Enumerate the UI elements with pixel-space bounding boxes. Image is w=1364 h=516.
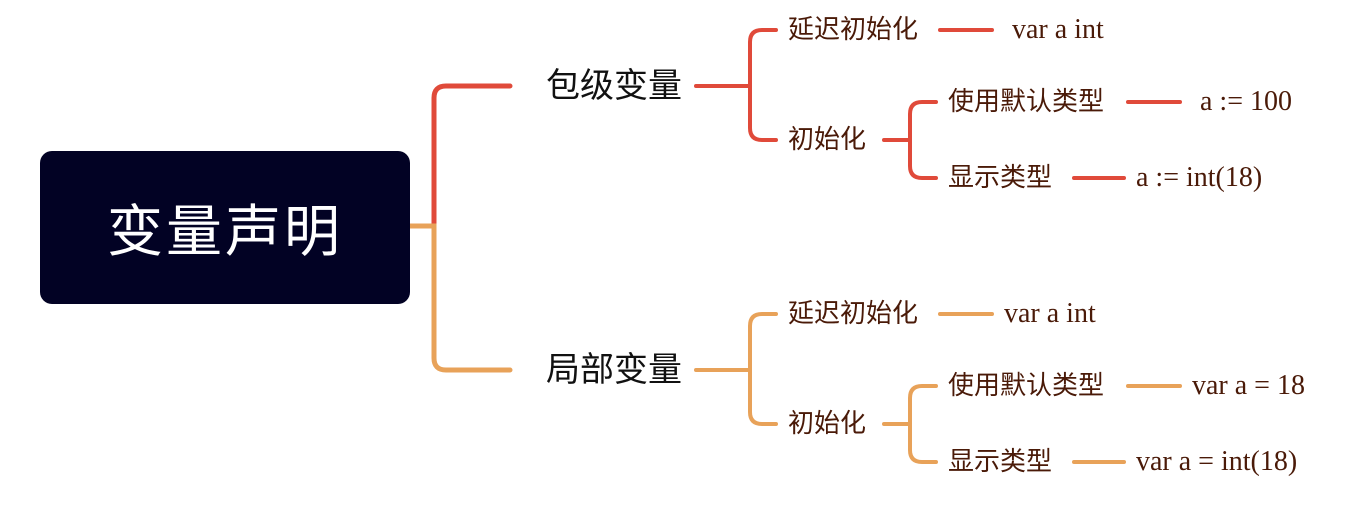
node-local-init[interactable]: 初始化 [788, 409, 867, 439]
branch-package-variables[interactable]: 包级变量 [546, 66, 682, 106]
connector-local-explicit [908, 422, 938, 464]
connector-package-deferred [748, 28, 778, 88]
code-package-default-type: a := 100 [1200, 86, 1292, 117]
connector-root-local [407, 223, 513, 373]
node-local-explicit-type[interactable]: 显示类型 [948, 447, 1053, 477]
node-package-init[interactable]: 初始化 [788, 125, 867, 155]
connector-local-init [748, 368, 778, 426]
connector-local-default [908, 384, 938, 426]
root-node[interactable]: 变量声明 [40, 151, 410, 304]
connector-package-explicit [908, 138, 938, 180]
code-local-deferred: var a int [1004, 298, 1096, 329]
connector-root-package [407, 83, 513, 229]
code-package-deferred: var a int [1012, 14, 1104, 45]
root-label: 变量声明 [107, 200, 343, 265]
branch-local-variables[interactable]: 局部变量 [546, 350, 682, 390]
node-package-explicit-type[interactable]: 显示类型 [948, 163, 1053, 193]
code-local-default-type: var a = 18 [1192, 370, 1305, 401]
node-local-deferred-init[interactable]: 延迟初始化 [788, 299, 919, 329]
connector-package-init [748, 84, 778, 142]
node-local-default-type[interactable]: 使用默认类型 [948, 371, 1105, 401]
connector-local-deferred [748, 312, 778, 372]
node-package-deferred-init[interactable]: 延迟初始化 [788, 15, 919, 45]
connector-package-default [908, 100, 938, 142]
code-package-explicit-type: a := int(18) [1136, 162, 1263, 193]
node-package-default-type[interactable]: 使用默认类型 [948, 87, 1105, 117]
code-local-explicit-type: var a = int(18) [1136, 446, 1298, 477]
